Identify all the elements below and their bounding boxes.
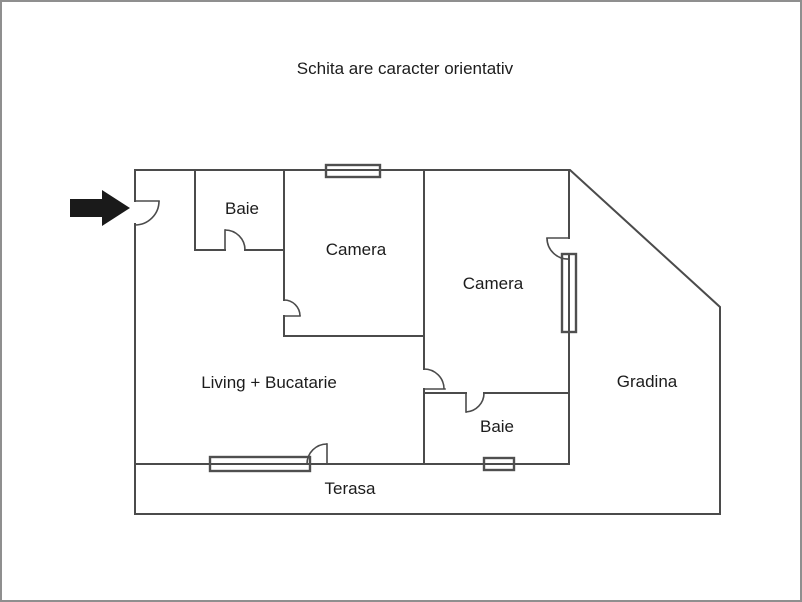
baie-bottom-door-arc <box>465 392 485 413</box>
camera-mid-door-arc <box>283 299 301 317</box>
room-label-gradina: Gradina <box>617 372 678 391</box>
room-label-living: Living + Bucatarie <box>201 373 337 392</box>
outer-wall <box>134 169 721 515</box>
room-label-camera-mid: Camera <box>326 240 387 259</box>
page-title: Schita are caracter orientativ <box>297 59 514 78</box>
room-label-terasa: Terasa <box>324 479 376 498</box>
terasa-window <box>208 455 312 473</box>
living-baie-door-arc <box>423 368 445 390</box>
baie-bottom-window <box>482 456 516 472</box>
camera-right-door-arc <box>546 237 570 260</box>
camera-right-window <box>560 252 578 334</box>
room-label-baie-bottom: Baie <box>480 417 514 436</box>
entrance-arrow-icon <box>70 190 130 226</box>
camera-mid-window <box>324 163 382 179</box>
baie-top-left-wall <box>194 169 285 251</box>
room-label-camera-right: Camera <box>463 274 524 293</box>
baie-top-door-arc <box>224 229 246 251</box>
entrance-door-arc <box>134 200 160 226</box>
room-label-baie-top: Baie <box>225 199 259 218</box>
terasa-door-arc <box>306 443 328 465</box>
